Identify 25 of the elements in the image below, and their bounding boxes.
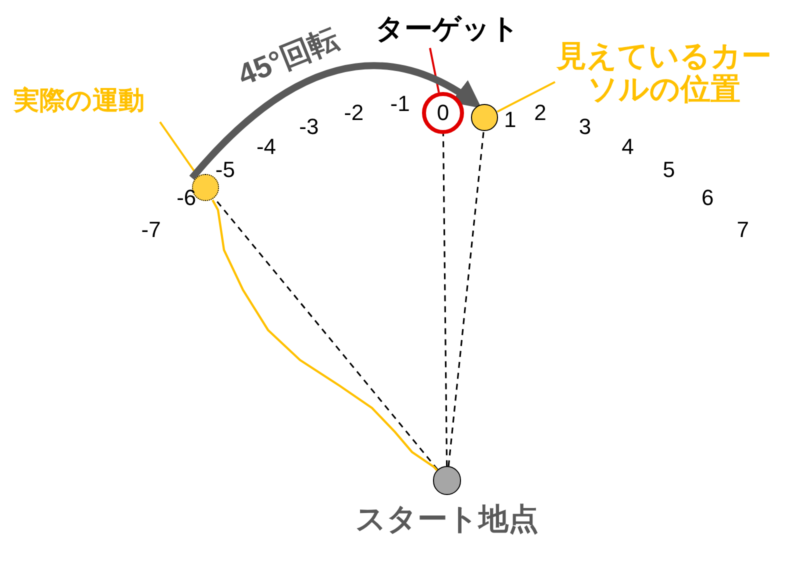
dashed-line [442,134,448,466]
cursor-dot [471,104,498,131]
scale-number: -7 [141,217,161,244]
leader-line [429,48,440,93]
scale-number: 3 [578,114,592,140]
scale-number: -5 [215,157,235,183]
scale-number: 7 [736,217,750,244]
scale-number: 2 [534,100,546,126]
edge-label: 45°回転 [232,21,345,94]
scale-number: -4 [256,134,276,160]
scale-number: -2 [344,100,364,126]
scale-number: 6 [701,184,714,211]
target-circle: 0 [422,92,464,134]
arrow [189,62,482,180]
movement-label: 実際の運動 [4,86,154,115]
scale-number: 4 [622,134,634,160]
leader-line [496,81,556,113]
scale-number: -6 [176,184,196,211]
scale-number: -3 [299,114,319,140]
target-label: ターゲット [365,14,530,45]
cursor-label: 見えているカーソルの位置 [548,40,780,106]
scale-number: -1 [390,90,410,117]
scale-number: 1 [504,107,516,134]
scale-number: 5 [662,157,675,183]
start-label: スタート地点 [356,502,538,538]
